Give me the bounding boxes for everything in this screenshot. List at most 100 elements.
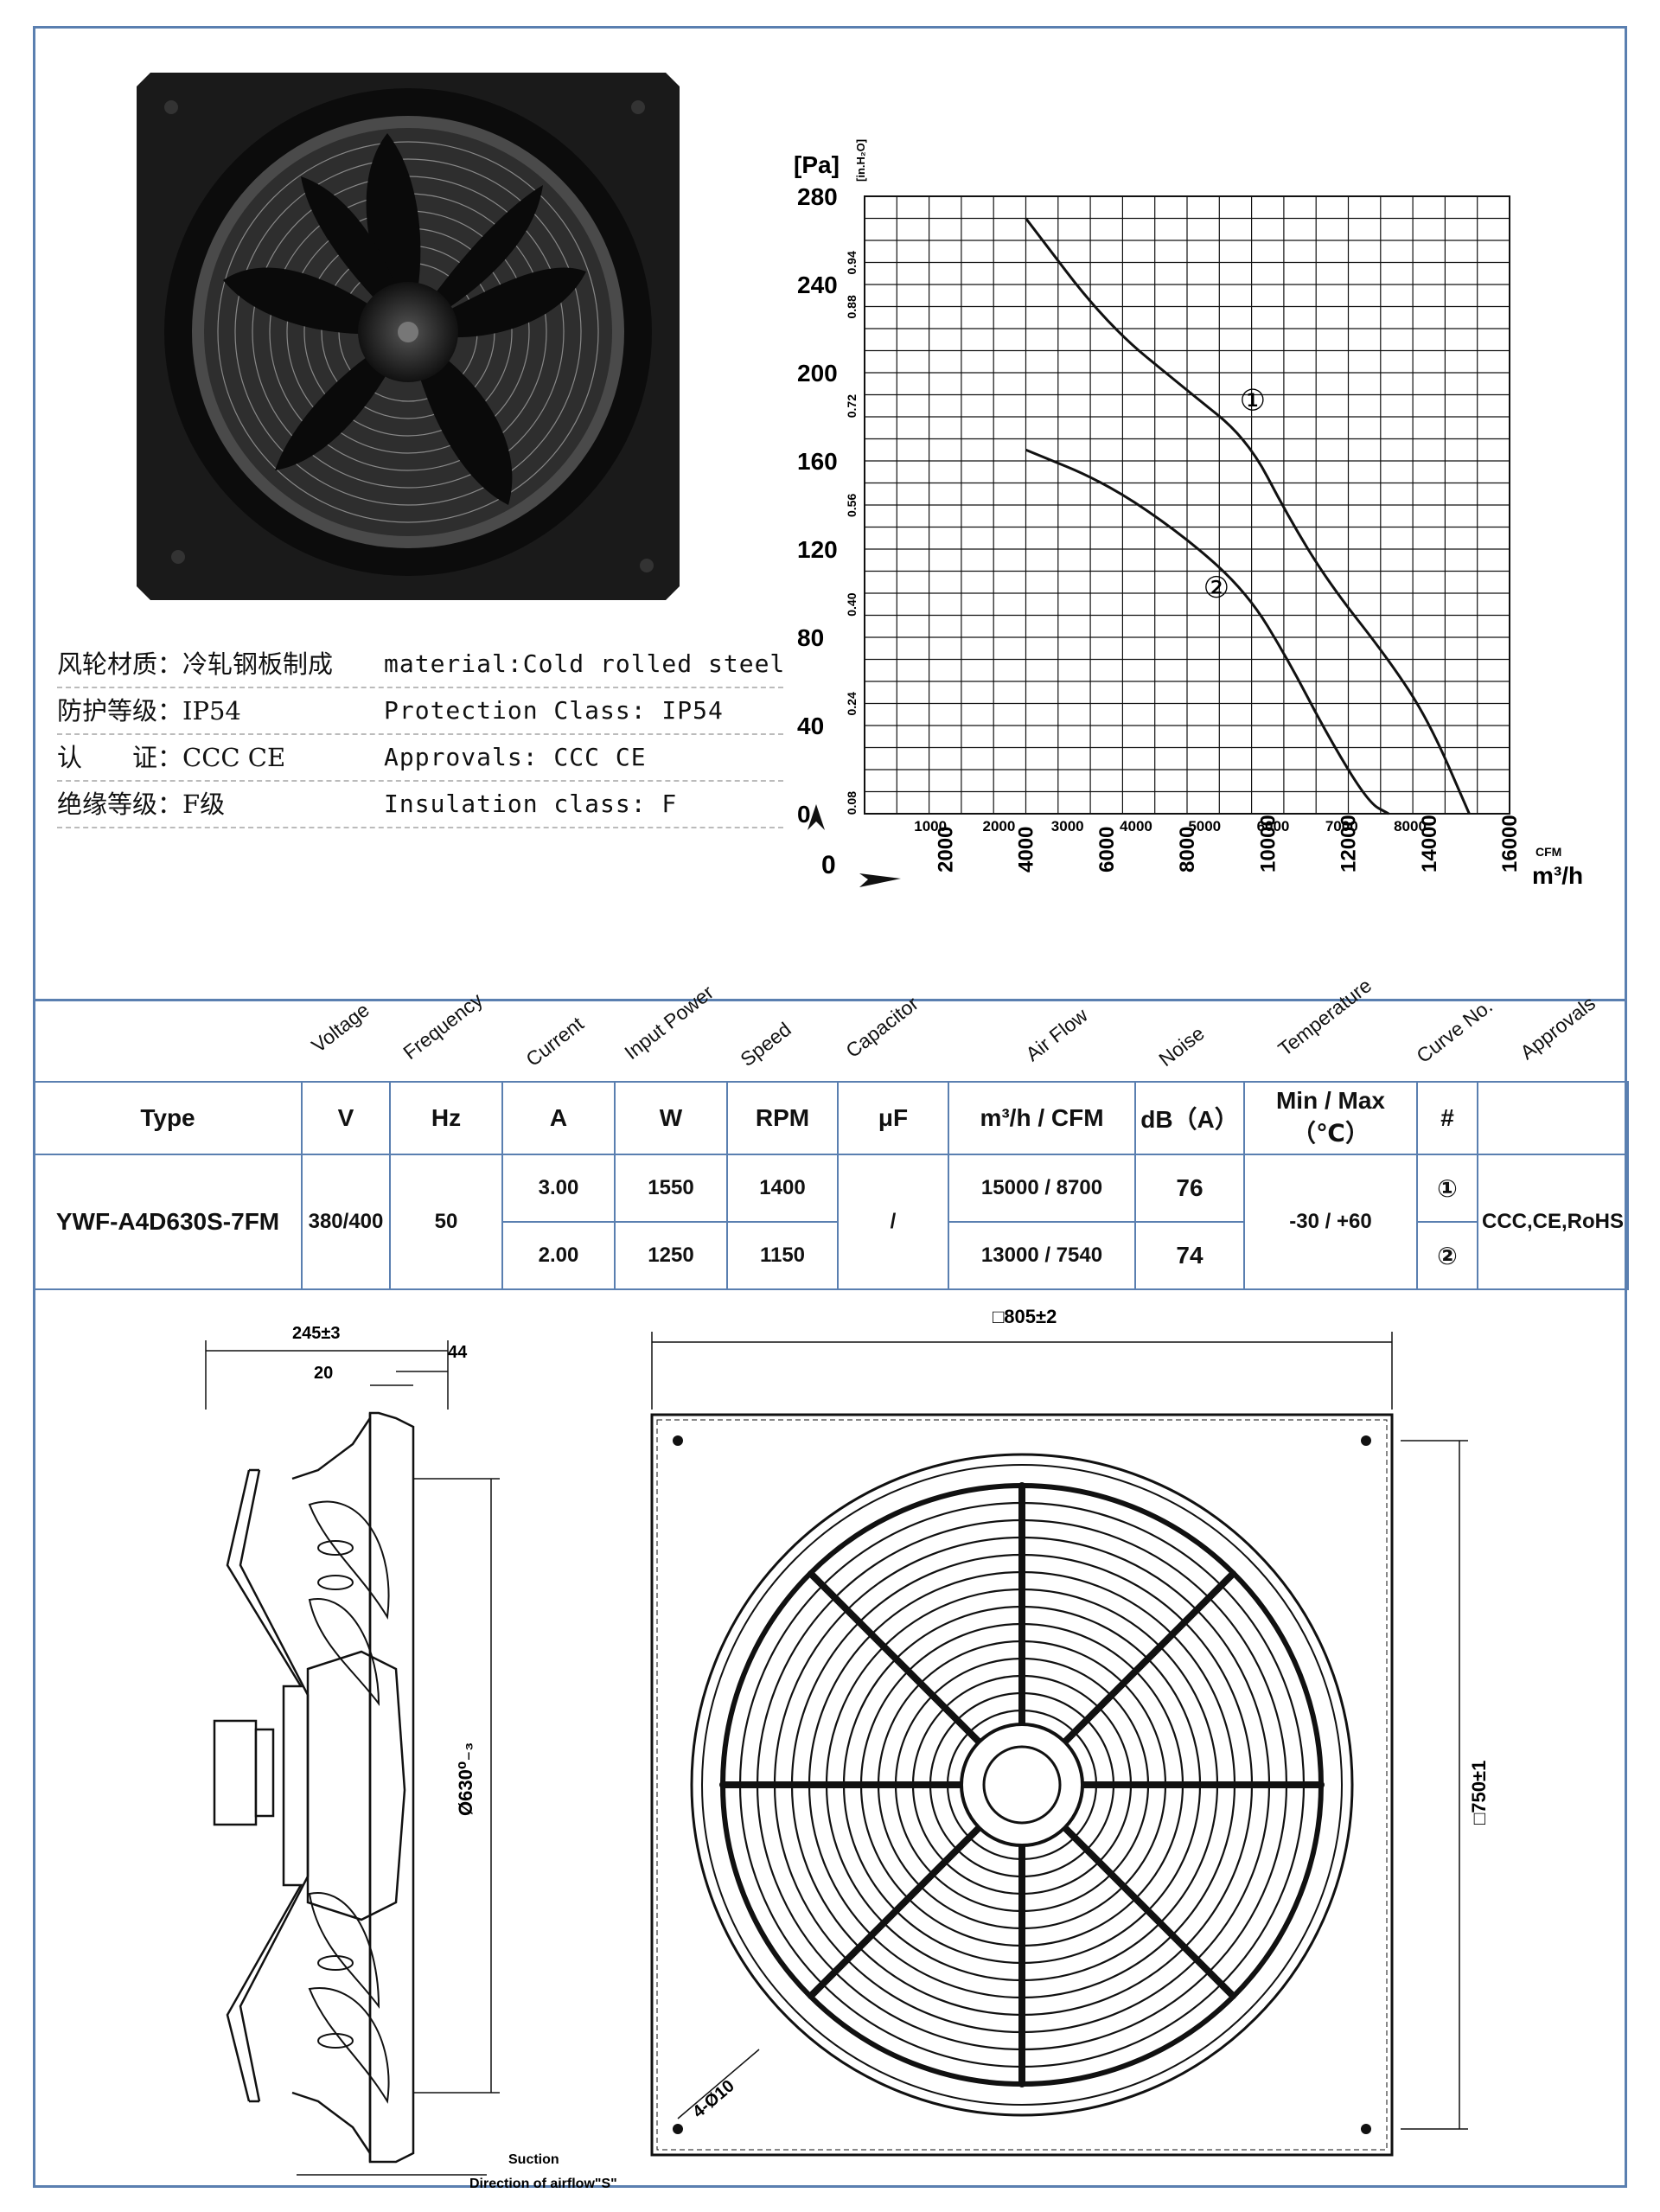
- airflow-value: 13000 / 7540: [948, 1221, 1136, 1290]
- y-arrow-icon: [808, 804, 825, 830]
- unit-curve: #: [1416, 1081, 1478, 1155]
- curve-value: ①: [1416, 1154, 1478, 1223]
- unit-speed: RPM: [726, 1081, 839, 1155]
- y2-axis-label: [in.H₂O]: [854, 139, 867, 182]
- spec-approvals: 认 证：CCC CE Approvals: CCC CE: [57, 735, 783, 782]
- y2-tick-label: 0.08: [845, 791, 859, 815]
- dim-depth: 245±3: [292, 1324, 340, 1343]
- temperature-value: -30 / +60: [1243, 1154, 1418, 1290]
- capacitor-value: /: [837, 1154, 949, 1290]
- unit-type: Type: [33, 1081, 303, 1155]
- unit-frequency: Hz: [389, 1081, 503, 1155]
- dim-44: 44: [448, 1343, 468, 1362]
- y2-tick-label: 0.40: [845, 592, 859, 616]
- y2-tick-label: 0.24: [845, 692, 859, 715]
- spec-insulation-cn: 绝缘等级：F级: [57, 790, 226, 819]
- y2-tick-label: 0.56: [845, 494, 859, 517]
- power-value: 1550: [614, 1154, 728, 1223]
- noise-value: 74: [1134, 1221, 1245, 1290]
- x-arrow-icon: [859, 873, 901, 887]
- x-tick-label: 14000: [1418, 815, 1441, 873]
- front-view-drawing: [650, 1332, 1468, 2157]
- dim-square: □805±2: [993, 1306, 1057, 1327]
- unit-voltage: V: [301, 1081, 391, 1155]
- voltage-value: 380/400: [301, 1154, 391, 1290]
- technical-drawings: 245±3 20 44 Ø630⁰₋₃ Suction Direction of…: [205, 1306, 1490, 2188]
- approvals-value: CCC,CE,RoHS: [1477, 1154, 1629, 1290]
- airflow-value: 15000 / 8700: [948, 1154, 1136, 1223]
- y-tick-label: 200: [797, 360, 838, 387]
- unit-noise: dB（A）: [1134, 1081, 1245, 1155]
- spec-insulation-en: Insulation class: F: [384, 790, 678, 818]
- x-unit-cfm: CFM: [1536, 845, 1561, 859]
- airflow-direction-label: Direction of airflow"S": [469, 2177, 617, 2188]
- x-tick-label: 10000: [1256, 815, 1280, 873]
- power-value: 1250: [614, 1221, 728, 1290]
- section-separator: [33, 999, 1627, 1001]
- y-tick-label: 120: [797, 536, 838, 563]
- origin-label: 0: [821, 851, 836, 879]
- dim-hole-pitch: □750±1: [1468, 1761, 1490, 1825]
- chart-grid: [864, 195, 1510, 815]
- spec-material-cn: 风轮材质：冷轧钢板制成: [57, 649, 334, 679]
- unit-approvals: [1477, 1081, 1629, 1155]
- unit-row: Type V Hz A W RPM μF m³/h / CFM dB（A） Mi…: [33, 1081, 1629, 1155]
- x2-tick-label: 2000: [983, 818, 1016, 834]
- speed-value: 1400: [726, 1154, 839, 1223]
- y-axis-label: [Pa]: [794, 151, 840, 178]
- current-value: 3.00: [501, 1154, 616, 1223]
- spec-material-en: material:Cold rolled steel: [384, 649, 786, 678]
- spec-table: Type V Hz A W RPM μF m³/h / CFM dB（A） Mi…: [33, 1081, 1629, 1290]
- x2-tick-label: 1000: [914, 818, 947, 834]
- x2-tick-label: 6000: [1257, 818, 1290, 834]
- x-unit-m3h: m³/h: [1532, 862, 1583, 889]
- spec-insulation: 绝缘等级：F级 Insulation class: F: [57, 782, 783, 828]
- x-tick-label: 16000: [1498, 815, 1522, 873]
- y-tick-label: 160: [797, 448, 838, 475]
- unit-temperature: Min / Max（℃）: [1243, 1081, 1418, 1155]
- spec-protection: 防护等级：IP54 Protection Class: IP54: [57, 688, 783, 735]
- y-tick-label: 240: [797, 272, 838, 298]
- curve-label: ①: [1240, 384, 1266, 417]
- curve-label: ②: [1204, 572, 1229, 604]
- chart-curves: ①②: [1025, 217, 1471, 815]
- y-tick-label: 0: [797, 801, 811, 828]
- speed-value: 1150: [726, 1221, 839, 1290]
- y2-axis-ticks: 0.94 0.88 0.72 0.56 0.40 0.24 0.08: [845, 251, 859, 815]
- current-value: 2.00: [501, 1221, 616, 1290]
- x2-tick-label: 7000: [1325, 818, 1358, 834]
- x-tick-label: 4000: [1015, 827, 1038, 873]
- suction-label: Suction: [508, 2152, 559, 2167]
- spec-approvals-cn: 认 证：CCC CE: [57, 743, 286, 772]
- y2-tick-label: 0.94: [845, 251, 859, 274]
- dim-diameter: Ø630⁰₋₃: [455, 1742, 476, 1816]
- unit-power: W: [614, 1081, 728, 1155]
- table-row: 2.00 1250 1150 13000 / 7540 74 ②: [34, 1221, 1628, 1290]
- x-tick-label: 2000: [934, 827, 957, 873]
- x-tick-label: 6000: [1095, 827, 1119, 873]
- unit-capacitor: μF: [837, 1081, 949, 1155]
- spec-approvals-en: Approvals: CCC CE: [384, 743, 647, 771]
- unit-airflow: m³/h / CFM: [948, 1081, 1136, 1155]
- y-tick-label: 280: [797, 183, 838, 210]
- performance-chart: 280 240 200 160 120 80 40 0 0.94 0.88 0.72 0.56 0.4…: [794, 139, 1583, 889]
- y2-tick-label: 0.88: [845, 295, 859, 318]
- side-view-drawing: [205, 1340, 500, 2176]
- x-tick-label: 12000: [1338, 815, 1361, 873]
- y-tick-label: 80: [797, 624, 824, 651]
- curve-2: [1025, 448, 1389, 815]
- x2-tick-label: 4000: [1120, 818, 1152, 834]
- noise-value: 76: [1134, 1154, 1245, 1223]
- x2-tick-label: 5000: [1188, 818, 1221, 834]
- y-tick-label: 40: [797, 713, 824, 739]
- spec-material: 风轮材质：冷轧钢板制成 material:Cold rolled steel: [57, 642, 786, 688]
- curve-1: [1025, 217, 1471, 815]
- x2-tick-label: 3000: [1051, 818, 1084, 834]
- y2-tick-label: 0.72: [845, 394, 859, 418]
- fan-product-photo: [137, 73, 680, 600]
- x-tick-label: 8000: [1176, 827, 1199, 873]
- curve-value: ②: [1416, 1221, 1478, 1290]
- y-axis-ticks: 280 240 200 160 120 80 40 0: [797, 183, 838, 828]
- frequency-value: 50: [389, 1154, 503, 1290]
